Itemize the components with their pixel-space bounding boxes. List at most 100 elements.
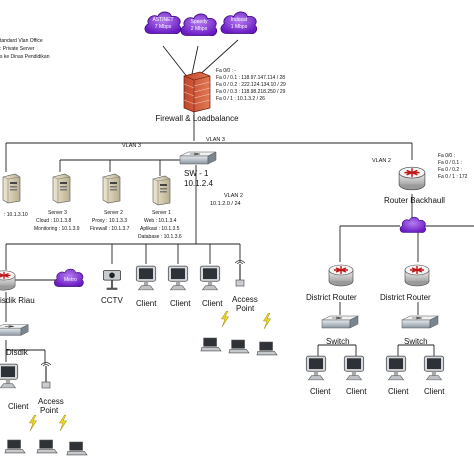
router-icon — [398, 166, 426, 191]
legend-line-3: s ke Dinas Pendidikan — [0, 54, 50, 60]
server-name: Server 3 — [48, 210, 67, 216]
router-interface: Fa 0 / 0.2 : — [438, 167, 462, 173]
access-point-disdik: Access Point — [4, 362, 88, 456]
wireless-bolt-icon — [263, 312, 271, 330]
client-label: Client — [202, 299, 223, 308]
client-2: Client — [167, 265, 191, 308]
computer-icon — [423, 355, 445, 381]
vlan-3-left-label: VLAN 3 — [122, 143, 141, 149]
district-client-2: Client — [343, 355, 367, 396]
server-ip: Proxy : 10.1.3.3 — [92, 218, 127, 224]
server-1: Server 1 Web : 10.1.3.4 Aplikasi : 10.1.… — [138, 175, 182, 240]
isp-bandwidth: 1 Mbps — [231, 24, 248, 30]
server-ip: Aplikasi : 10.1.3.5 — [140, 226, 180, 232]
client-1: Client — [135, 265, 157, 308]
router-interface: Fa 0 / 1 : 172 — [438, 174, 468, 180]
district-router-2: District Router — [380, 264, 431, 302]
client-label: Client — [136, 299, 157, 308]
switch-ip: 10.1.2.4 — [184, 179, 213, 188]
switch-label: Disdik — [6, 348, 29, 357]
router-label: District Router — [380, 293, 431, 302]
vlan-2-right-label: VLAN 2 — [372, 158, 391, 164]
router-label: District Router — [306, 293, 357, 302]
access-point-label-2: Point — [236, 304, 255, 313]
client-disdik: Client — [0, 363, 29, 411]
computer-icon — [0, 363, 19, 389]
isp-bandwidth: 7 Mbps — [155, 24, 172, 30]
switch-icon — [321, 315, 359, 329]
router-icon — [404, 264, 430, 287]
wireless-bolt-icon — [29, 414, 37, 432]
metro-cloud: Metro — [54, 268, 84, 287]
legend: tandard Vlan Office : Private Server s k… — [0, 38, 50, 60]
firewall-interface: Fa 0 / 0.3 : 118.98.218.250 / 29 — [216, 89, 286, 95]
client-label: Client — [388, 387, 409, 396]
server-name: Server 1 — [152, 210, 171, 216]
switch-sw-1: SW - 1 10.1.2.4 VLAN 2 10.1.2.0 / 24 — [179, 151, 243, 207]
district-client-1: Client — [305, 355, 331, 396]
server-icon — [52, 173, 71, 204]
isp-bandwidth: 2 Mbps — [191, 26, 208, 32]
server-2: Server 2 Proxy : 10.1.3.3 Firewall : 10.… — [90, 173, 130, 232]
metro-label: Metro — [64, 277, 77, 283]
firewall-interface: Fa 0 / 0.1 : 118.97.147.114 / 28 — [216, 75, 285, 81]
switch-icon — [0, 324, 29, 336]
vlan-3-top-label: VLAN 3 — [206, 137, 225, 143]
district-client-3: Client — [385, 355, 409, 396]
switch-label: Switch — [326, 337, 350, 346]
server-ip: Web : 10.1.3.4 — [144, 218, 177, 224]
wireless-bolt-icon — [221, 310, 229, 328]
firewall-interface: Fa 0 / 1 : 10.1.3.2 / 26 — [216, 96, 265, 102]
switch-label: Switch — [404, 337, 428, 346]
switch-disdik: Disdik — [0, 324, 29, 357]
laptop-icon — [200, 337, 222, 352]
isp-cloud-speedy: Speedy 2 Mbps — [180, 13, 218, 37]
client-label: Client — [346, 387, 367, 396]
camera-icon — [102, 269, 122, 291]
router-disdik-riau: isdik Riau — [0, 270, 35, 305]
firewall: Firewall & Loadbalance Fa 0/0 : - Fa 0 /… — [155, 68, 286, 123]
server-ip: Firewall : 10.1.3.7 — [90, 226, 130, 232]
router-backhaul: Router Backhaull Fa 0/0 : Fa 0 / 0.1 : F… — [384, 153, 468, 233]
server-ip: : 10.1.3.10 — [4, 212, 28, 218]
district-switch-1: Switch — [321, 315, 359, 346]
antenna-icon — [40, 362, 52, 389]
computer-icon — [343, 355, 365, 381]
vlan-2-subnet: 10.1.2.0 / 24 — [210, 201, 241, 207]
connection-lines — [5, 39, 474, 364]
router-icon — [0, 270, 16, 291]
legend-line-1: tandard Vlan Office — [0, 38, 43, 44]
firewall-interface: Fa 0/0 : - — [216, 68, 236, 74]
switch-icon — [179, 151, 217, 165]
computer-icon — [305, 355, 327, 381]
isp-name: Indosat — [231, 17, 248, 23]
server-icon — [2, 173, 21, 204]
client-label: Client — [8, 402, 29, 411]
server-4: : 10.1.3.10 — [2, 173, 28, 218]
client-label: Client — [424, 387, 445, 396]
server-ip: Monitoring : 10.1.3.9 — [34, 226, 80, 232]
antenna-icon — [234, 260, 246, 287]
wireless-bolt-icon — [59, 414, 67, 432]
isp-name: Speedy — [191, 19, 208, 25]
server-name: Server 2 — [104, 210, 123, 216]
isp-cloud-indosat: Indosat 1 Mbps — [220, 11, 258, 35]
firewall-icon — [183, 71, 211, 113]
switch-icon — [401, 315, 439, 329]
server-ip: Database : 10.1.3.6 — [138, 234, 182, 240]
access-point-label-1: Access — [38, 397, 64, 406]
firewall-label: Firewall & Loadbalance — [155, 114, 239, 123]
access-point-label-2: Point — [40, 406, 59, 415]
router-icon — [328, 264, 354, 287]
router-label: isdik Riau — [0, 296, 35, 305]
computer-icon — [167, 265, 189, 291]
computer-icon — [199, 265, 221, 291]
legend-line-2: : Private Server — [0, 46, 35, 52]
client-label: Client — [170, 299, 191, 308]
metro-cloud-icon — [399, 216, 426, 233]
router-label: Router Backhaull — [384, 196, 445, 205]
cctv-label: CCTV — [101, 296, 123, 305]
computer-icon — [385, 355, 407, 381]
router-interface: Fa 0 / 0.1 : — [438, 160, 462, 166]
server-icon — [102, 173, 121, 204]
